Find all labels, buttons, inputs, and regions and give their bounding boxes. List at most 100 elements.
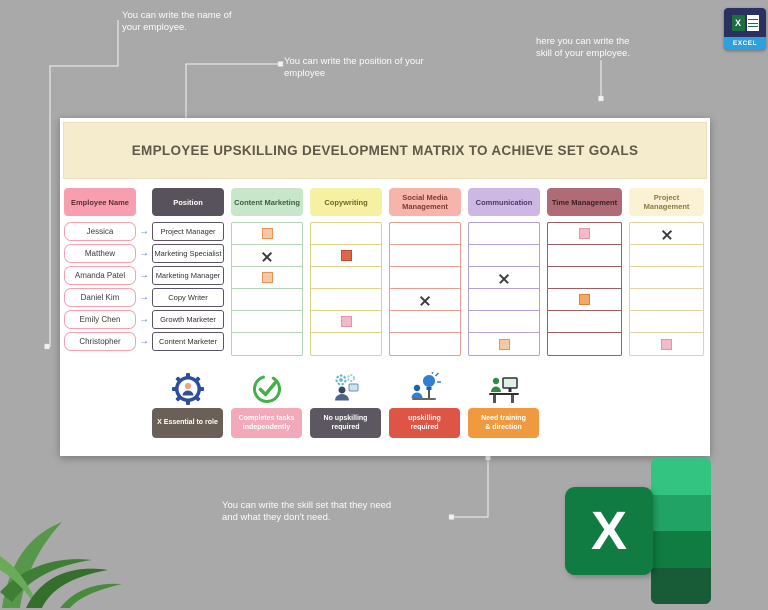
- position-cell[interactable]: Content Marketer: [152, 332, 224, 351]
- skill-cell[interactable]: [469, 311, 539, 333]
- page-title: EMPLOYEE UPSKILLING DEVELOPMENT MATRIX T…: [131, 143, 639, 158]
- skill-cell[interactable]: [311, 311, 381, 333]
- legend-button[interactable]: No upskilling required: [310, 408, 381, 438]
- legend-item: Completes tasks independently: [231, 370, 302, 438]
- position-cell[interactable]: Project Manager: [152, 222, 224, 241]
- skill-cell[interactable]: [548, 223, 621, 245]
- skill-cell[interactable]: [311, 289, 381, 311]
- skill-cell[interactable]: [390, 333, 460, 355]
- legend-button[interactable]: upskilling required: [389, 408, 460, 438]
- position-cell[interactable]: Copy Writer: [152, 288, 224, 307]
- spreadsheet-icon: [746, 15, 759, 31]
- x-mark: [498, 272, 510, 284]
- skill-cell[interactable]: [232, 333, 302, 355]
- legend-button[interactable]: Completes tasks independently: [231, 408, 302, 438]
- excel-badge-label: EXCEL: [724, 37, 766, 50]
- skill-cell[interactable]: [311, 267, 381, 289]
- skill-header[interactable]: Copywriting: [310, 188, 382, 216]
- skill-cell[interactable]: [390, 267, 460, 289]
- person-gears-icon: [329, 370, 363, 408]
- legend-button[interactable]: X Essential to role: [152, 408, 223, 438]
- template-card: EMPLOYEE UPSKILLING DEVELOPMENT MATRIX T…: [60, 118, 710, 456]
- employee-name-cell[interactable]: Christopher: [64, 332, 136, 351]
- excel-x-glyph: X: [731, 15, 745, 31]
- square-mark-peach: [261, 272, 273, 283]
- employee-name-cell[interactable]: Emily Chen: [64, 310, 136, 329]
- legend: X Essential to role Completes tasks inde…: [152, 370, 710, 438]
- arrow-icon: →: [139, 292, 149, 303]
- arrow-column: →→→→→→: [136, 188, 152, 354]
- legend-item: upskilling required: [389, 370, 460, 438]
- skill-cell[interactable]: [469, 289, 539, 311]
- skill-cell[interactable]: [630, 245, 703, 267]
- skill-cell[interactable]: [390, 289, 460, 311]
- legend-item: No upskilling required: [310, 370, 381, 438]
- skill-cell[interactable]: [311, 223, 381, 245]
- skill-cell[interactable]: [630, 223, 703, 245]
- callout-position: You can write the position of your emplo…: [284, 56, 424, 80]
- skill-header[interactable]: Time Management: [547, 188, 622, 216]
- skill-cell[interactable]: [311, 333, 381, 355]
- arrow-icon: →: [139, 270, 149, 281]
- skill-cell[interactable]: [232, 245, 302, 267]
- skill-cell[interactable]: [548, 245, 621, 267]
- skill-cell[interactable]: [390, 223, 460, 245]
- check-icon: [250, 370, 284, 408]
- excel-x-tile: X: [565, 487, 653, 575]
- skill-cell[interactable]: [548, 267, 621, 289]
- skill-cell[interactable]: [548, 333, 621, 355]
- skill-column: Project Management: [629, 188, 704, 356]
- skill-cell[interactable]: [548, 311, 621, 333]
- skill-column: Communication: [468, 188, 540, 356]
- skill-cell[interactable]: [469, 245, 539, 267]
- callout-skill: here you can write the skill of your emp…: [536, 36, 630, 60]
- skill-cell[interactable]: [548, 289, 621, 311]
- excel-logo: X: [565, 458, 711, 604]
- skill-header[interactable]: Content Marketing: [231, 188, 303, 216]
- skill-column: Time Management: [547, 188, 622, 356]
- x-mark: [261, 250, 273, 262]
- skill-cell[interactable]: [630, 289, 703, 311]
- position-cell[interactable]: Marketing Manager: [152, 266, 224, 285]
- callout-skillset: You can write the skill set that they ne…: [222, 500, 392, 524]
- employee-name-cell[interactable]: Jessica: [64, 222, 136, 241]
- employee-name-cell[interactable]: Amanda Patel: [64, 266, 136, 285]
- skill-header[interactable]: Project Management: [629, 188, 704, 216]
- skill-cell[interactable]: [469, 333, 539, 355]
- skill-cell[interactable]: [311, 245, 381, 267]
- legend-button[interactable]: Need training & direction: [468, 408, 539, 438]
- palm-leaf-decoration: [0, 522, 122, 608]
- skill-column: Content Marketing: [231, 188, 303, 356]
- position-header[interactable]: Position: [152, 188, 224, 216]
- skill-cell[interactable]: [630, 333, 703, 355]
- skill-cell[interactable]: [469, 267, 539, 289]
- skill-cell[interactable]: [232, 311, 302, 333]
- legend-item: X Essential to role: [152, 370, 223, 438]
- skill-header[interactable]: Social Media Management: [389, 188, 461, 216]
- arrow-icon: →: [139, 248, 149, 259]
- skill-cell[interactable]: [630, 267, 703, 289]
- callout-employee-name: You can write the name of your employee.: [122, 10, 232, 34]
- skill-cell[interactable]: [630, 311, 703, 333]
- skill-cell[interactable]: [390, 311, 460, 333]
- skill-cell[interactable]: [469, 223, 539, 245]
- employee-name-cell[interactable]: Daniel Kim: [64, 288, 136, 307]
- skill-cell[interactable]: [232, 289, 302, 311]
- excel-badge-icon: X: [727, 11, 763, 35]
- position-cell[interactable]: Growth Marketer: [152, 310, 224, 329]
- skill-cell[interactable]: [232, 223, 302, 245]
- skill-cell[interactable]: [390, 245, 460, 267]
- position-cell[interactable]: Marketing Specialist: [152, 244, 224, 263]
- skill-header[interactable]: Communication: [468, 188, 540, 216]
- employee-name-header[interactable]: Employee Name: [64, 188, 136, 216]
- skill-cell[interactable]: [232, 267, 302, 289]
- legend-item: Need training & direction: [468, 370, 539, 438]
- x-mark: [419, 294, 431, 306]
- arrow-icon: →: [139, 314, 149, 325]
- employee-name-cell[interactable]: Matthew: [64, 244, 136, 263]
- arrow-icon: →: [139, 226, 149, 237]
- excel-sheet-stack: [651, 458, 711, 604]
